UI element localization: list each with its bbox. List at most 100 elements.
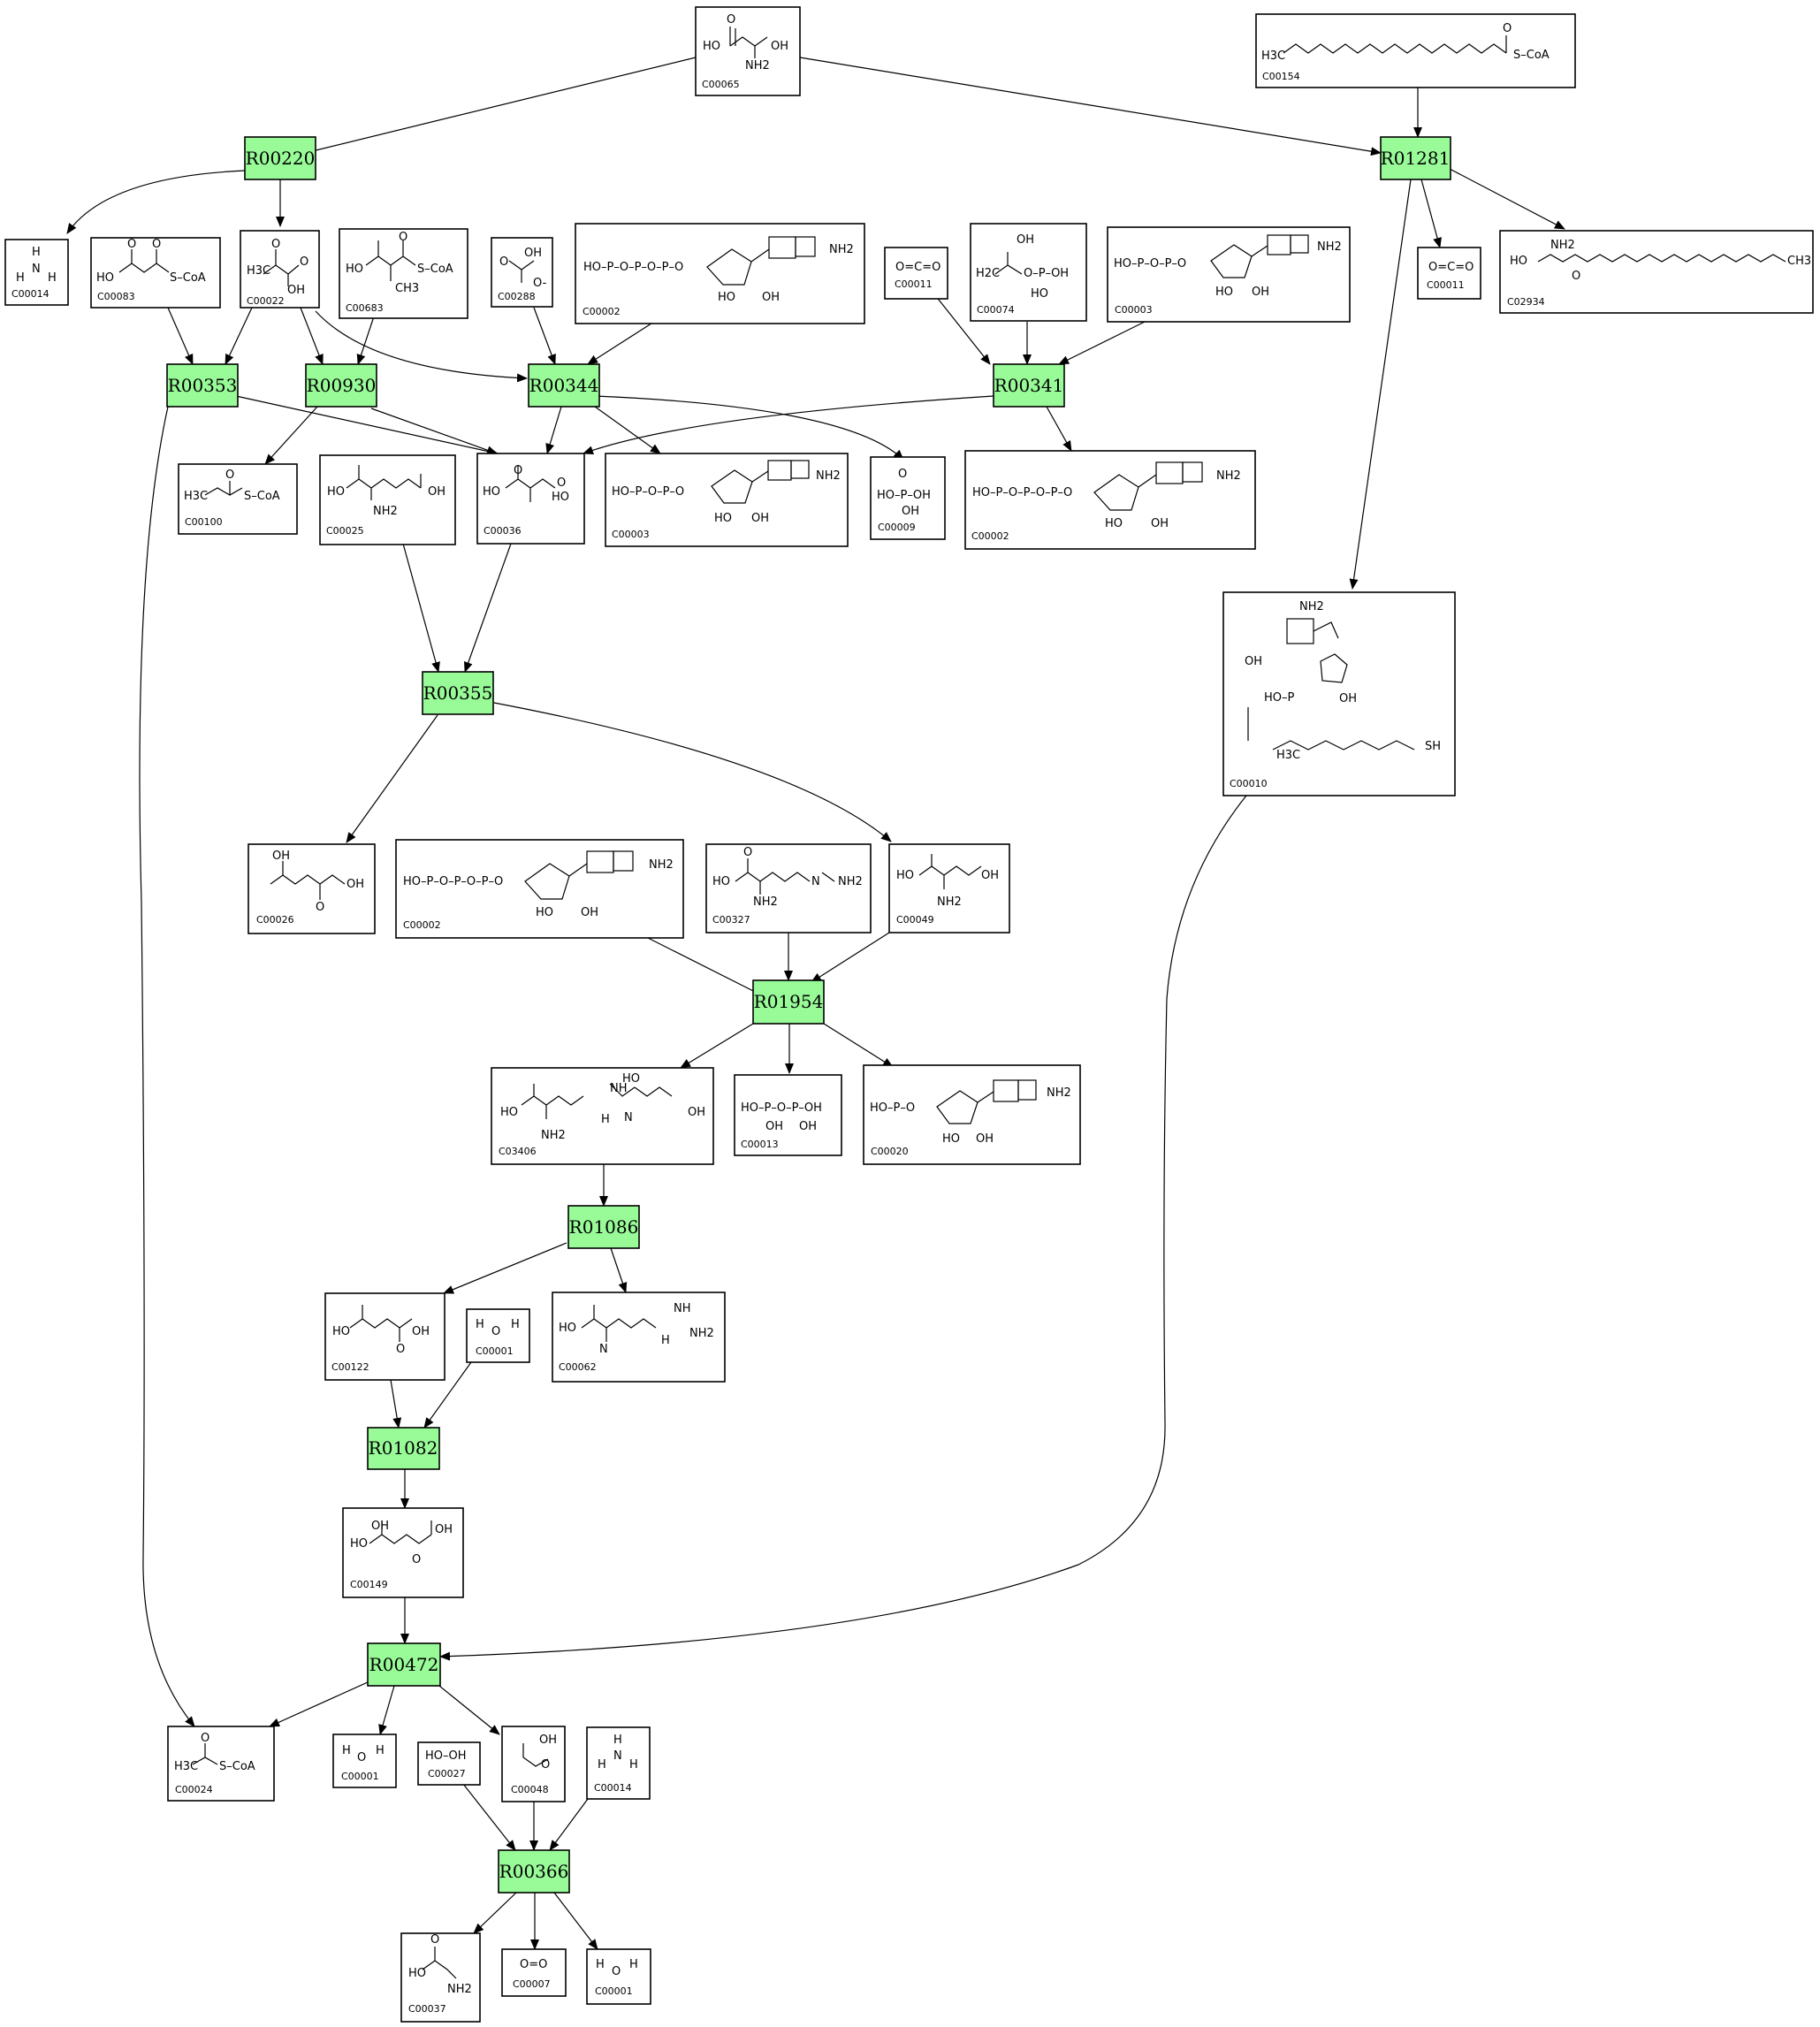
- structure-label: HO: [896, 869, 914, 882]
- structure-label: O: [225, 469, 234, 482]
- structure-label: S–CoA: [170, 271, 206, 285]
- structure-label: HO: [703, 40, 720, 53]
- compound-node-C00011[interactable]: O=C=O C00011: [1417, 247, 1481, 300]
- compound-id: C00022: [247, 295, 285, 307]
- edge: [594, 406, 661, 454]
- structure-label: O: [300, 255, 308, 269]
- structure-label: H2C: [976, 267, 1000, 280]
- compound-node-C00009[interactable]: HO–P–OH OH O C00009: [870, 456, 946, 540]
- compound-node-C00074[interactable]: OH H2C O–P–OH HO C00074: [970, 223, 1087, 322]
- compound-node-C00022[interactable]: H3C OH O O C00022: [240, 230, 320, 309]
- edge: [610, 1247, 628, 1293]
- structure-label: O: [514, 464, 522, 477]
- compound-id: C00027: [428, 1768, 466, 1779]
- structure-label: HO: [942, 1132, 960, 1146]
- compound-id: C00149: [350, 1579, 388, 1590]
- compound-node-C00037[interactable]: HO NH2 O C00037: [400, 1932, 481, 2023]
- reaction-node-R01082[interactable]: R01082: [367, 1427, 440, 1470]
- structure-label: O: [541, 1758, 550, 1772]
- compound-node-C00025[interactable]: HO OH NH2 C00025: [319, 454, 456, 545]
- reaction-node-R00341[interactable]: R00341: [993, 363, 1065, 408]
- compound-node-C00036[interactable]: HO HO O O C00036: [476, 453, 585, 545]
- compound-node-C00288[interactable]: OH O O- C00288: [491, 237, 553, 308]
- reaction-node-R00366[interactable]: R00366: [498, 1849, 570, 1894]
- structure-label: OH: [435, 1523, 453, 1536]
- edge: [462, 1783, 516, 1851]
- compound-node-C00062[interactable]: HO NH NH2 N H C00062: [552, 1292, 726, 1383]
- compound-node-C00083[interactable]: HO S–CoA O O C00083: [90, 237, 221, 309]
- compound-node-C00002[interactable]: HO–P–O–P–O–P–O NH2 HO OH C00002: [395, 839, 684, 939]
- compound-node-C00014[interactable]: H H N H C00014: [586, 1726, 651, 1800]
- compound-node-C00149[interactable]: HO OH OH O C00149: [342, 1507, 464, 1598]
- compound-node-C00001[interactable]: H O H C00001: [586, 1948, 651, 2005]
- compound-node-C00048[interactable]: OH O C00048: [501, 1726, 566, 1802]
- reaction-node-R00930[interactable]: R00930: [305, 363, 377, 408]
- structure-label: CH3: [395, 282, 419, 295]
- structure-label: OH: [1339, 692, 1357, 705]
- compound-node-C02934[interactable]: HO NH2 CH3 O C02934: [1499, 230, 1814, 314]
- edge: [1420, 179, 1442, 248]
- compound-node-C00065[interactable]: HO OH NH2 O C00065: [695, 6, 801, 96]
- compound-node-C00002[interactable]: HO–P–O–P–O–P–O NH2 HO OH C00002: [964, 450, 1256, 550]
- compound-node-C00020[interactable]: HO–P–O NH2 HO OH C00020: [863, 1064, 1081, 1165]
- compound-id: C00010: [1230, 778, 1268, 789]
- reaction-node-R00355[interactable]: R00355: [422, 671, 494, 715]
- reaction-node-R01954[interactable]: R01954: [752, 979, 825, 1025]
- edge: [264, 406, 318, 465]
- compound-node-C00327[interactable]: HO NH2 N NH2 O C00327: [705, 843, 872, 933]
- edge: [378, 1685, 395, 1735]
- compound-node-C00010[interactable]: NH2 OH HO–P OH H3C SH C00010: [1222, 591, 1456, 796]
- structure-label: H: [596, 1958, 605, 1971]
- compound-node-C00122[interactable]: HO OH O C00122: [324, 1292, 445, 1381]
- edge: [799, 57, 1382, 156]
- compound-node-C00003[interactable]: HO–P–O–P–O NH2 HO OH C00003: [605, 453, 849, 547]
- compound-node-C00003[interactable]: HO–P–O–P–O NH2 HO OH C00003: [1107, 226, 1351, 323]
- compound-node-C00026[interactable]: OH O OH C00026: [247, 843, 376, 934]
- structure-label: NH2: [745, 59, 770, 72]
- structure-label: HO: [622, 1072, 640, 1086]
- reaction-node-R00353[interactable]: R00353: [166, 363, 239, 408]
- compound-node-C03406[interactable]: HO HO NH OH NH2 N H C03406: [491, 1067, 714, 1165]
- compound-node-C00027[interactable]: HO–OH C00027: [417, 1741, 481, 1786]
- reaction-node-R01086[interactable]: R01086: [567, 1205, 640, 1249]
- compound-node-C00001[interactable]: H O H C00001: [466, 1308, 530, 1363]
- compound-node-C00024[interactable]: H3C S–CoA O C00024: [167, 1726, 275, 1802]
- structure-label: N: [624, 1111, 633, 1124]
- structure-label: OH: [287, 284, 305, 297]
- compound-node-C00011[interactable]: O=C=O C00011: [884, 247, 948, 300]
- compound-node-C00049[interactable]: HO OH NH2 C00049: [888, 843, 1010, 933]
- reaction-node-R00344[interactable]: R00344: [528, 363, 600, 408]
- structure-label: NH2: [829, 243, 854, 256]
- edge: [167, 307, 194, 365]
- edge: [533, 307, 556, 365]
- compound-node-C00100[interactable]: H3C S–CoA O C00100: [178, 463, 298, 535]
- structure-label: S–CoA: [219, 1760, 255, 1773]
- structure-label: NH2: [1550, 239, 1575, 252]
- structure-label: HO–P–O: [870, 1101, 915, 1115]
- edge: [304, 57, 697, 156]
- structure-label: HO–P–O–P–O–P–O: [972, 486, 1072, 499]
- structure-label: OH: [524, 247, 542, 260]
- compound-node-C00002[interactable]: HO–P–O–P–O–P–O NH2 HO OH C00002: [575, 223, 865, 324]
- structure-label: S–CoA: [417, 263, 453, 276]
- reaction-node-R00472[interactable]: R00472: [367, 1642, 441, 1687]
- compound-node-C00014[interactable]: H H N H C00014: [4, 239, 69, 306]
- structure-label: HO: [718, 291, 735, 304]
- reaction-node-R01281[interactable]: R01281: [1380, 136, 1451, 180]
- compound-node-C00007[interactable]: O=O C00007: [501, 1948, 567, 1997]
- structure-label: O: [557, 476, 566, 490]
- compound-node-C00154[interactable]: H3C S–CoA O C00154: [1255, 13, 1576, 88]
- edge: [139, 406, 195, 1727]
- compound-id: C00001: [341, 1771, 379, 1782]
- compound-id: C00100: [185, 516, 223, 528]
- edge: [346, 714, 438, 843]
- structure-label: OH: [762, 291, 780, 304]
- reaction-node-R00220[interactable]: R00220: [244, 136, 316, 180]
- structure-label: H3C: [247, 264, 270, 278]
- compound-node-C00013[interactable]: HO–P–O–P–OH OH OH C00013: [734, 1074, 842, 1156]
- structure-label: O: [898, 468, 907, 481]
- edge: [934, 294, 991, 365]
- compound-node-C00001[interactable]: H O H C00001: [332, 1734, 397, 1788]
- compound-node-C00683[interactable]: HO S–CoA CH3 O C00683: [339, 228, 468, 319]
- structure-label: OH: [751, 512, 769, 525]
